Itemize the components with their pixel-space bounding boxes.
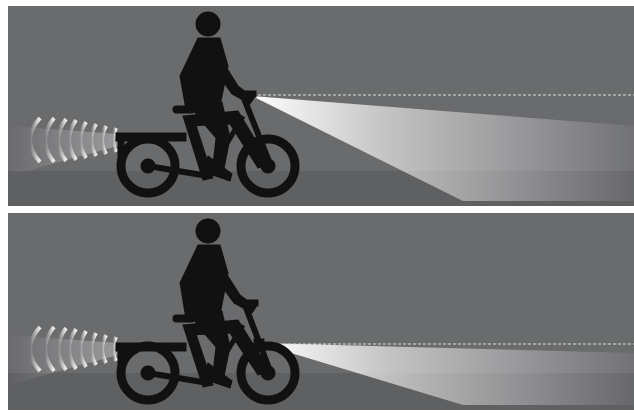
- illustration-beam-angled-down: [8, 6, 634, 206]
- beam-level-svg: [8, 213, 634, 410]
- beam-down-svg: [8, 6, 634, 206]
- illustration-beam-level: [8, 213, 634, 410]
